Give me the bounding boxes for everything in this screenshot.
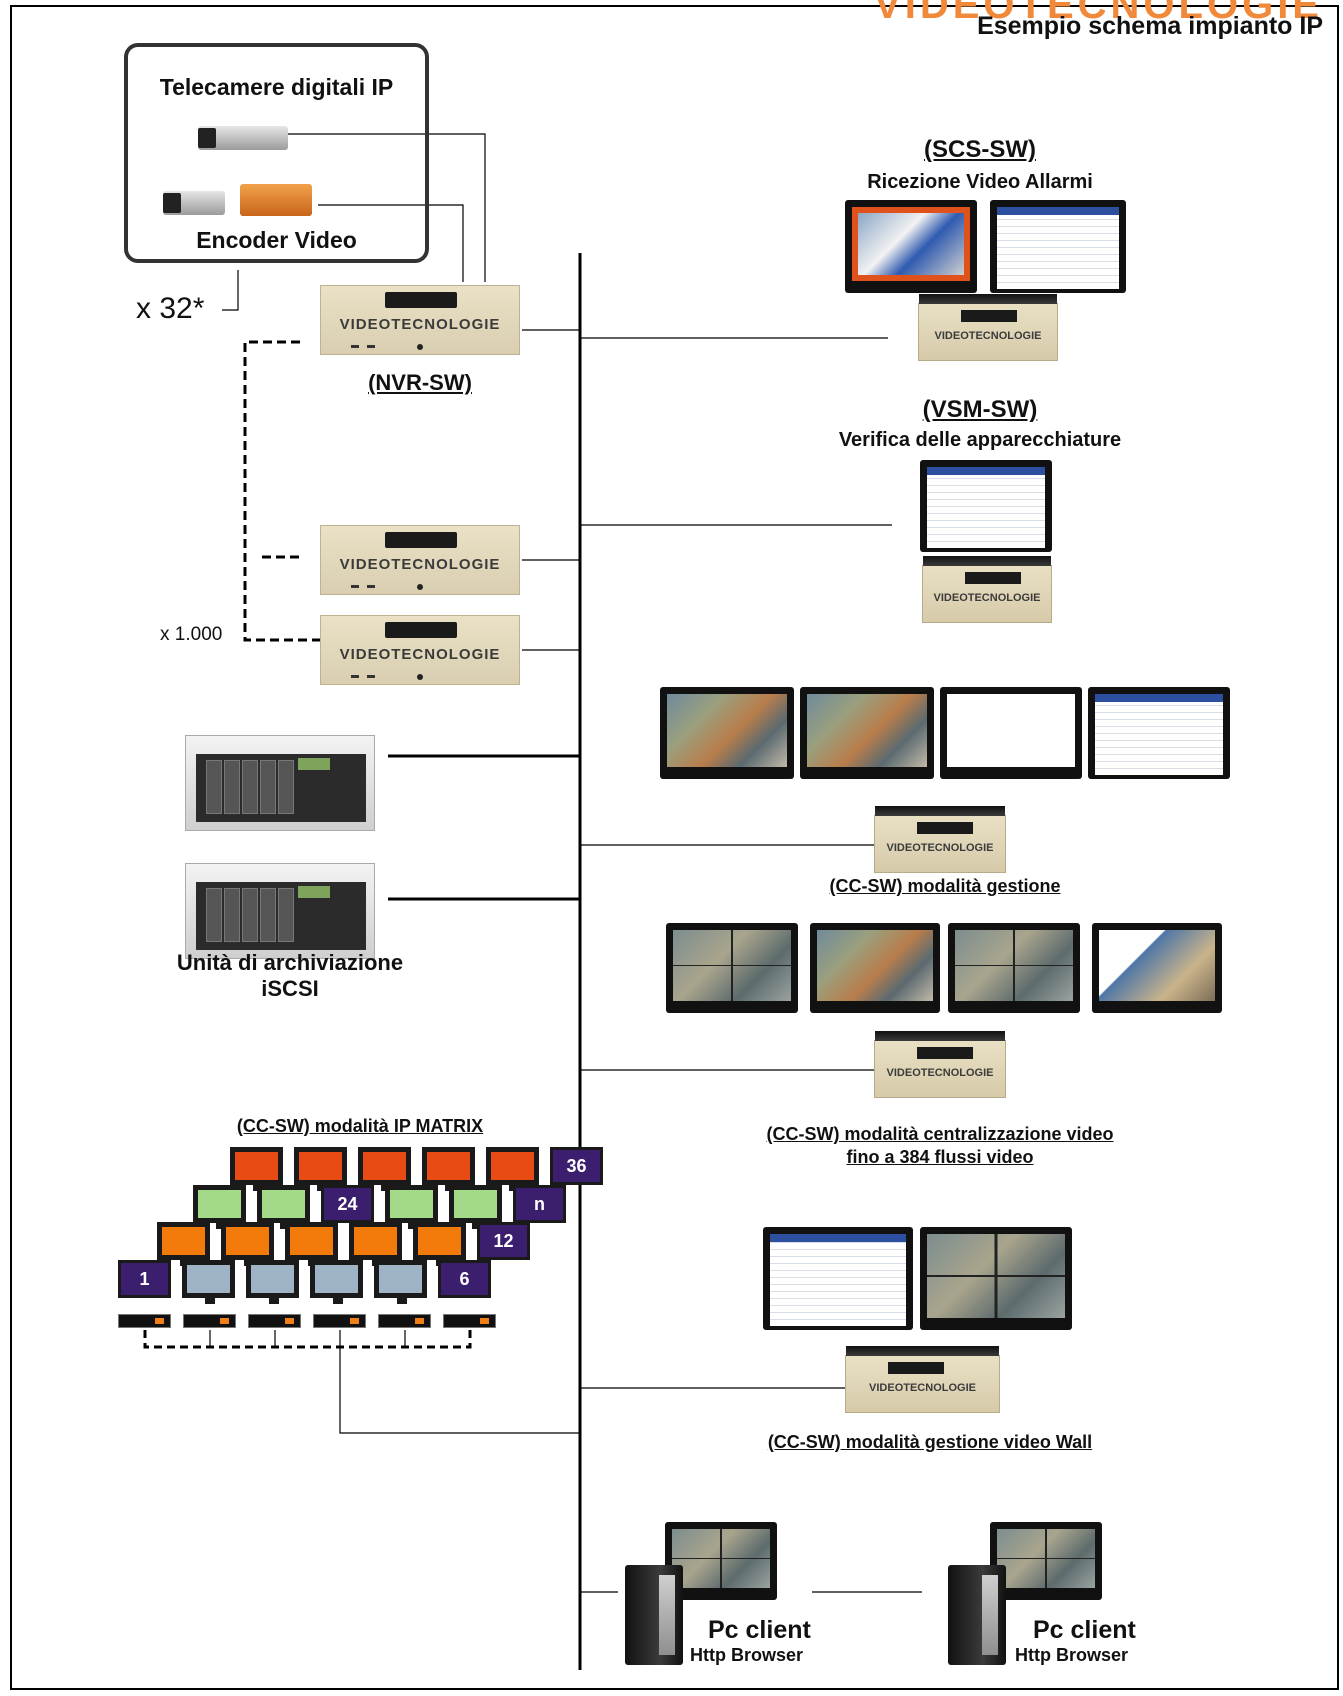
nvr-label: (NVR-SW) — [368, 370, 472, 395]
central-monitor-2 — [810, 923, 940, 1013]
gestione-form-monitor — [1088, 687, 1230, 779]
matrix-decoder — [443, 1314, 496, 1328]
central-monitor-4 — [1092, 923, 1222, 1013]
camera-multiplier: x 32* — [136, 292, 205, 325]
ipmatrix-bus — [143, 1330, 472, 1349]
matrix-decoder — [378, 1314, 431, 1328]
cc-central-label-1: (CC-SW) modalità centralizzazione video — [766, 1124, 1114, 1144]
storage-label-1: Unità di archiviazione — [176, 950, 404, 975]
cc-gestione-workstation: VIDEOTECNOLOGIE — [874, 806, 1006, 873]
cc-gestione-label: (CC-SW) modalità gestione — [829, 876, 1061, 896]
matrix-monitor — [193, 1185, 246, 1229]
nvr-logo-3: VIDEOTECNOLOGIE — [339, 646, 501, 663]
gestione-monitor-1 — [660, 687, 794, 779]
scs-subtitle: Ricezione Video Allarmi — [867, 171, 1093, 193]
brand-logo: VIDEOTECNOLOGIE — [874, 0, 1323, 27]
client-monitor-2 — [990, 1522, 1102, 1600]
alarm-monitor — [845, 200, 977, 293]
ipmatrix-title: (CC-SW) modalità IP MATRIX — [236, 1116, 484, 1136]
matrix-number-tile: 1 — [118, 1260, 171, 1298]
cc-videowall-label: (CC-SW) modalità gestione video Wall — [767, 1432, 1093, 1452]
matrix-monitor — [385, 1185, 438, 1229]
matrix-decoder — [313, 1314, 366, 1328]
matrix-monitor — [486, 1147, 539, 1191]
matrix-monitor — [182, 1260, 235, 1304]
x32-wire — [222, 270, 239, 311]
matrix-monitor — [374, 1260, 427, 1304]
matrix-monitor — [310, 1260, 363, 1304]
cc-central-workstation: VIDEOTECNOLOGIE — [874, 1031, 1006, 1098]
matrix-decoder — [118, 1314, 171, 1328]
client-1-subtitle: Http Browser — [690, 1645, 804, 1665]
nvr-server: VIDEOTECNOLOGIE — [320, 285, 520, 355]
matrix-monitor — [449, 1185, 502, 1229]
gestione-map-monitor — [940, 687, 1082, 779]
ipmatrix-wire — [339, 1347, 580, 1434]
matrix-monitor — [413, 1222, 466, 1266]
camera-group: Telecamere digitali IP Encoder Video — [124, 43, 429, 263]
matrix-monitor — [230, 1147, 283, 1191]
matrix-number-tile: 6 — [438, 1260, 491, 1298]
client-monitor-1 — [665, 1522, 777, 1600]
page-title: Esempio schema impianto IP — [977, 12, 1323, 40]
cc-gestione-logo: VIDEOTECNOLOGIE — [886, 842, 994, 854]
client-1-title: Pc client — [708, 1616, 811, 1644]
nvr-dashed-link — [243, 340, 320, 642]
videowall-grid-monitor — [920, 1227, 1072, 1330]
vsm-monitor — [920, 460, 1052, 552]
matrix-decoder — [248, 1314, 301, 1328]
matrix-monitor — [157, 1222, 210, 1266]
matrix-monitor — [246, 1260, 299, 1304]
pc-tower-2-icon — [948, 1565, 1006, 1665]
matrix-decoder — [183, 1314, 236, 1328]
vsm-subtitle: Verifica delle apparecchiature — [838, 429, 1122, 451]
camera-wire-2 — [318, 204, 464, 282]
diagram-frame: VIDEOTECNOLOGIE — [10, 0, 1339, 1690]
matrix-number-tile: n — [513, 1185, 566, 1223]
nvr-logo: VIDEOTECNOLOGIE — [339, 316, 501, 333]
central-monitor-1 — [666, 923, 798, 1013]
matrix-monitor — [221, 1222, 274, 1266]
scs-title: (SCS-SW) — [924, 136, 1036, 163]
matrix-number-tile: 24 — [321, 1185, 374, 1223]
scs-workstation-logo: VIDEOTECNOLOGIE — [934, 330, 1042, 342]
encoder-label: Encoder Video — [196, 227, 357, 253]
cc-videowall-workstation: VIDEOTECNOLOGIE — [845, 1346, 1000, 1413]
nvr-server-3: VIDEOTECNOLOGIE — [320, 615, 520, 685]
matrix-monitor — [358, 1147, 411, 1191]
central-monitor-3 — [948, 923, 1080, 1013]
pc-tower-1-icon — [625, 1565, 683, 1665]
ip-camera-icon — [198, 126, 288, 150]
scs-workstation: VIDEOTECNOLOGIE — [918, 294, 1058, 361]
storage-unit-1 — [185, 735, 375, 831]
matrix-monitor — [257, 1185, 310, 1229]
videowall-form-monitor — [763, 1227, 913, 1330]
matrix-monitor — [294, 1147, 347, 1191]
client-2-subtitle: Http Browser — [1015, 1645, 1129, 1665]
nvr-multiplier: x 1.000 — [160, 624, 223, 645]
cc-central-logo: VIDEOTECNOLOGIE — [886, 1067, 994, 1079]
matrix-monitor — [349, 1222, 402, 1266]
matrix-monitor — [285, 1222, 338, 1266]
gestione-monitor-2 — [800, 687, 934, 779]
nvr-logo-2: VIDEOTECNOLOGIE — [339, 556, 501, 573]
client-2-title: Pc client — [1033, 1616, 1136, 1644]
camera-group-title: Telecamere digitali IP — [159, 74, 394, 100]
matrix-number-tile: 12 — [477, 1222, 530, 1260]
camera-wire-1 — [285, 133, 486, 282]
ip-camera-2-icon — [163, 191, 225, 215]
video-encoder-icon — [240, 184, 312, 216]
alarm-list-monitor — [990, 200, 1126, 293]
vsm-title: (VSM-SW) — [922, 396, 1038, 423]
matrix-number-tile: 36 — [550, 1147, 603, 1185]
storage-label-2: iSCSI — [261, 976, 319, 1001]
matrix-monitor — [422, 1147, 475, 1191]
cc-videowall-logo: VIDEOTECNOLOGIE — [869, 1382, 976, 1394]
nvr-server-2: VIDEOTECNOLOGIE — [320, 525, 520, 595]
vsm-workstation: VIDEOTECNOLOGIE — [922, 556, 1052, 623]
storage-unit-2 — [185, 863, 375, 959]
cc-central-label-2: fino a 384 flussi video — [846, 1147, 1034, 1167]
vsm-workstation-logo: VIDEOTECNOLOGIE — [933, 592, 1041, 604]
